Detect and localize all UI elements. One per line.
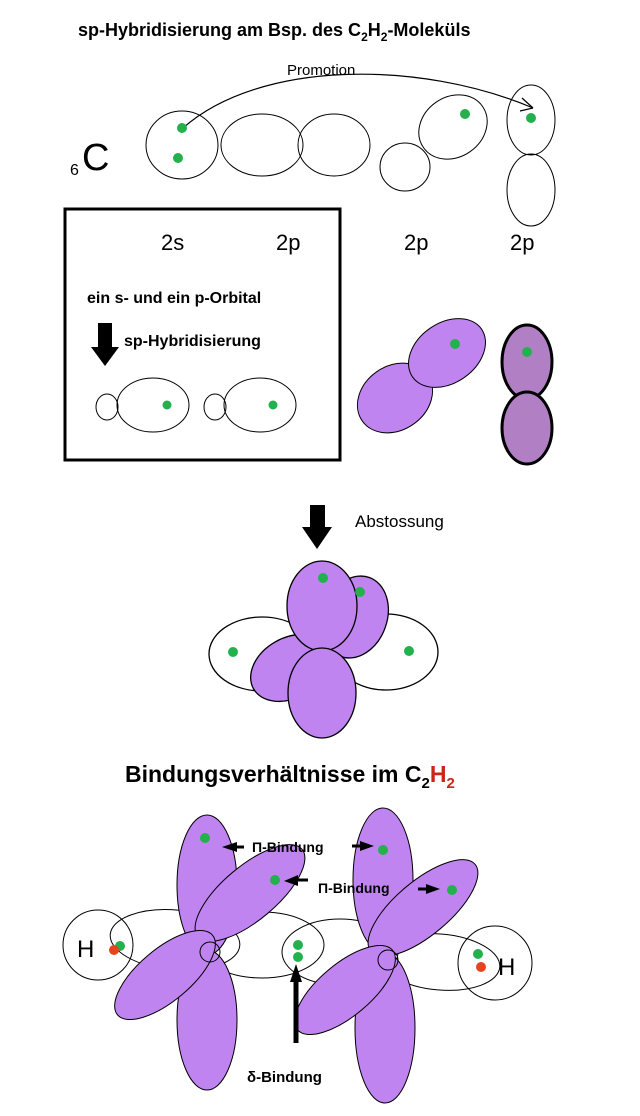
electron-2s-1 — [177, 123, 187, 133]
h-orbital-right — [457, 925, 533, 1001]
sp-electron-2 — [268, 400, 278, 410]
orbital-2p-z-lower — [506, 153, 556, 227]
carbon-subscript: 6 — [70, 162, 79, 179]
box-line-2: sp-Hybridisierung — [124, 333, 261, 350]
carbon-2-center-ring — [377, 949, 399, 971]
orbital-2p-z-upper — [506, 84, 556, 156]
title-prefix: sp-Hybridisierung am Bsp. des C — [78, 20, 361, 40]
label-2s: 2s — [161, 230, 184, 255]
sp-electron-1 — [162, 400, 172, 410]
pi-bond-1-label: Π-Bindung — [252, 839, 324, 855]
pi-bond-2-label: Π-Bindung — [318, 880, 390, 896]
orbital-2p-y-upper — [418, 94, 488, 160]
bonding-title: Bindungsverhältnisse im C2H2 — [125, 761, 455, 792]
h-orbital-left — [62, 909, 134, 981]
box-down-arrow-icon — [91, 323, 119, 366]
h-electron-right-green — [473, 949, 483, 959]
title-h: H — [368, 20, 381, 40]
sigma-bond-label: δ-Bindung — [247, 1069, 322, 1086]
electron-2p-y — [460, 109, 470, 119]
pi-electron-c1-tilted — [270, 875, 280, 885]
label-2p-y: 2p — [404, 230, 428, 255]
sigma-electron-upper — [293, 940, 303, 950]
repulsion-label: Abstossung — [355, 512, 444, 531]
sigma-electron-lower — [293, 952, 303, 962]
bonding-title-h: H — [430, 761, 447, 787]
orbital-2p-x-right — [297, 113, 371, 177]
electron-sp-right — [404, 646, 414, 656]
sp-orbital-1-small — [95, 393, 119, 421]
pi-electron-c2-tilted — [447, 885, 457, 895]
orbital-2p-x-left — [220, 113, 304, 177]
page-title: sp-Hybridisierung am Bsp. des C2H2-Molek… — [78, 20, 470, 44]
pi-electron-c2-vertical — [378, 845, 388, 855]
electron-sp-left — [228, 647, 238, 657]
label-2p-x: 2p — [276, 230, 300, 255]
title-sub-1: 2 — [361, 30, 368, 44]
orbital-2s — [145, 110, 219, 180]
bonding-title-prefix: Bindungsverhältnisse im C — [125, 761, 422, 787]
h-electron-left-red — [109, 945, 119, 955]
sp-orbital-2-small — [203, 393, 227, 421]
p-electron-tilted — [450, 339, 460, 349]
p-lobe-front-lower — [287, 647, 357, 739]
h-electron-right-red — [476, 962, 486, 972]
box-line-1: ein s- und ein p-Orbital — [87, 290, 261, 307]
orbital-2p-y-lower — [379, 142, 431, 192]
promotion-arrowhead — [519, 97, 534, 112]
pi-bond-1-left-arrow-icon — [222, 842, 237, 852]
pi-electron-c1-vertical — [200, 833, 210, 843]
title-suffix: -Moleküls — [387, 20, 470, 40]
sigma-arrow-head-icon — [290, 964, 302, 982]
hybridization-box — [63, 207, 342, 462]
sp-orbital-1-large — [116, 377, 190, 433]
electron-2s-2 — [173, 153, 183, 163]
carbon-symbol: C — [82, 137, 109, 179]
bonding-title-sub-1: 2 — [422, 775, 430, 792]
bonding-title-sub-2: 2 — [446, 775, 454, 792]
pi-bond-1-right-arrow-icon — [360, 841, 374, 851]
p-electron-vertical — [522, 347, 532, 357]
electron-back-upper — [355, 587, 365, 597]
electron-2p-z — [526, 113, 536, 123]
hydrogen-right-label: H — [498, 954, 515, 981]
hydrogen-left-label: H — [77, 936, 94, 963]
p-orbital-vertical-upper — [500, 323, 554, 401]
p-orbital-tilted-upper — [408, 318, 486, 388]
promotion-arrow — [182, 73, 534, 129]
p-orbital-vertical-lower — [500, 390, 554, 466]
pi-c1-tilted-lower — [114, 929, 216, 1021]
carbon-1-center-ring — [199, 941, 221, 963]
electron-front-upper — [318, 573, 328, 583]
label-2p-z: 2p — [510, 230, 534, 255]
pi-bond-2-left-arrow-icon — [284, 875, 298, 886]
pi-bond-2-right-arrow-icon — [426, 884, 440, 894]
repulsion-down-arrow-icon — [302, 505, 332, 549]
sp-orbital-2-large — [223, 377, 297, 433]
title-sub-2: 2 — [381, 30, 388, 44]
